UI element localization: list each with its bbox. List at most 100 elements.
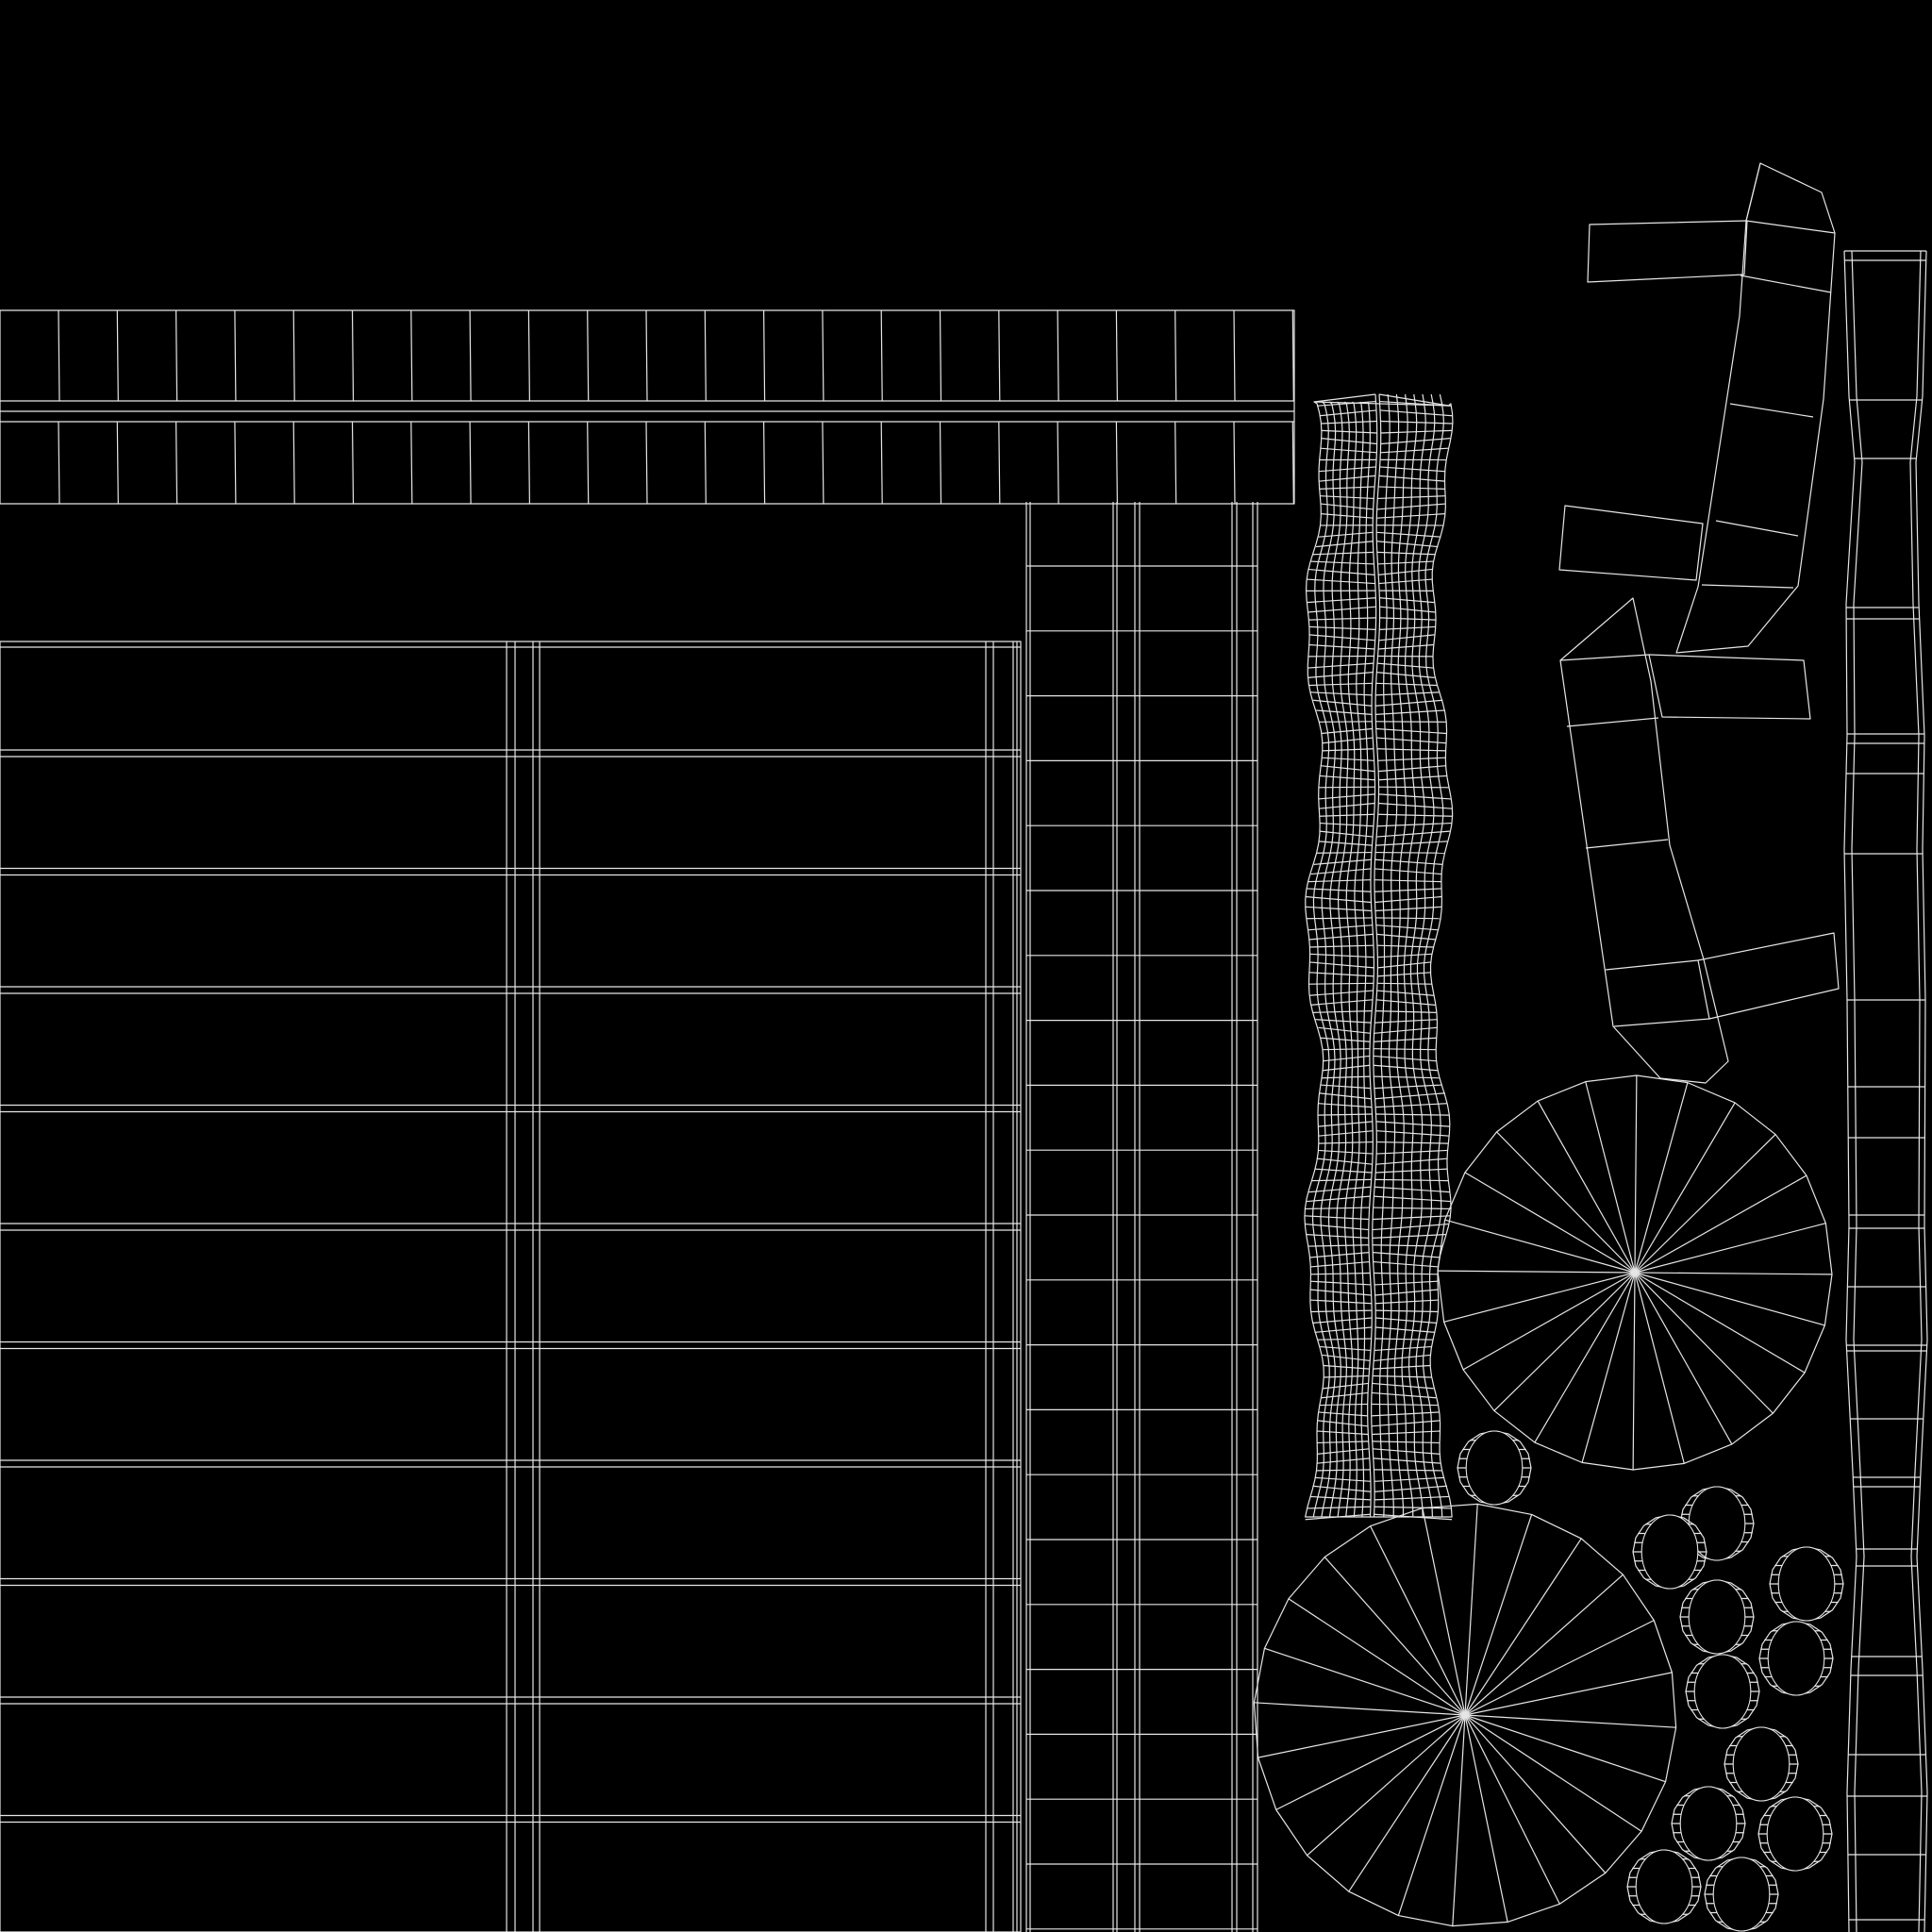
wavy-strip-row-edge <box>1310 691 1373 696</box>
right-strip-right-edge <box>1915 250 1928 1932</box>
wavy-strip-row-edge <box>1374 1506 1452 1509</box>
top-strip-column-edge <box>527 309 530 402</box>
sphere-longitude <box>1688 1486 1746 1561</box>
wavy-strip-inner-edge <box>1378 393 1391 1518</box>
top-strip-column-edge <box>175 309 178 402</box>
wavy-strip-row-edge <box>1372 1382 1434 1390</box>
bent-island-rib <box>1729 403 1814 418</box>
sphere-longitude <box>1732 1726 1790 1802</box>
top-strip-column-edge <box>1233 421 1236 505</box>
fan-spoke <box>1464 1514 1533 1716</box>
wavy-strip-row-edge <box>1374 1354 1431 1362</box>
wavy-strip-row-edge <box>1374 1326 1436 1333</box>
wavy-strip-row-edge <box>1319 466 1376 473</box>
bent-island-lower <box>1559 597 1729 1084</box>
wavy-strip-row-edge <box>1314 1476 1371 1482</box>
wavy-strip-row-edge <box>1374 1469 1442 1472</box>
wavy-strip-row-edge <box>1374 1289 1439 1296</box>
wavy-strip-inner-edge <box>1352 401 1364 1518</box>
wavy-strip-row-edge <box>1376 1149 1448 1155</box>
top-strip-column-edge <box>998 421 1001 505</box>
top-strip-column-edge <box>704 421 707 505</box>
fan-spoke <box>1464 1574 1624 1716</box>
wavy-strip-row-edge <box>1307 1506 1371 1509</box>
lower-circular-fan-island <box>1253 1503 1677 1927</box>
wavy-strip-row-edge <box>1323 1382 1369 1390</box>
wavy-strip-row-edge <box>1377 813 1453 817</box>
wavy-strip-row-edge <box>1308 972 1374 977</box>
fan-spoke <box>1634 1272 1733 1445</box>
bent-island-rib <box>1745 162 1761 222</box>
top-strip-column-edge <box>292 421 295 505</box>
bent-island-rib <box>1605 959 1699 971</box>
wavy-strip-inner-edge <box>1387 393 1400 1518</box>
wavy-strip-row-edge <box>1318 1130 1374 1137</box>
wavy-strip-row-edge <box>1316 709 1373 715</box>
wavy-strip-row-edge <box>1309 634 1375 641</box>
wavy-strip-row-edge <box>1378 786 1449 789</box>
wavy-strip-row-edge <box>1375 721 1447 723</box>
fan-spoke <box>1634 1272 1806 1374</box>
wavy-strip-row-edge <box>1314 1326 1373 1333</box>
wavy-strip-outline <box>1304 401 1454 1518</box>
wavy-strip-row-edge <box>1375 841 1448 846</box>
wavy-strip-row-edge <box>1375 727 1447 735</box>
fan-spoke <box>1464 1714 1666 1783</box>
wavy-strip-row-edge <box>1312 1485 1372 1492</box>
wavy-strip-row-edge <box>1320 1345 1372 1352</box>
wavy-strip-row-edge <box>1372 1441 1441 1444</box>
wavy-strip-row-edge <box>1376 531 1441 538</box>
bent-island-rib <box>1559 654 1650 661</box>
wavy-strip-row-edge <box>1376 541 1439 548</box>
fan-spoke <box>1537 1100 1636 1274</box>
wavy-strip-row-edge <box>1307 606 1376 613</box>
wavy-strip-row-edge <box>1372 1430 1441 1436</box>
bent-island-upper <box>1675 162 1836 654</box>
wavy-strip-row-edge <box>1318 1121 1374 1127</box>
wavy-strip-row-edge <box>1371 1391 1437 1399</box>
wavy-strip-row-edge <box>1307 879 1371 883</box>
wavy-strip-row-edge <box>1305 1223 1369 1231</box>
fan-spoke <box>1581 1272 1636 1463</box>
top-strip-column-edge <box>410 421 413 505</box>
wavy-strip-row-edge <box>1321 438 1377 445</box>
wavy-strip-row-edge <box>1314 1168 1373 1174</box>
right-strip-inner-edge <box>1909 250 1923 1932</box>
wavy-strip-row-edge <box>1321 727 1373 735</box>
wavy-strip-row-edge <box>1379 400 1451 407</box>
wavy-strip-row-edge <box>1308 982 1374 985</box>
wavy-strip-row-edge <box>1306 1234 1369 1239</box>
bent-arm-upper <box>1587 220 1748 283</box>
wavy-strip-row-edge <box>1308 643 1375 650</box>
top-strip-column-edge <box>822 309 824 402</box>
wavy-strip-row-edge <box>1320 765 1375 773</box>
wavy-strip-inner-edge <box>1311 401 1330 1518</box>
wavy-strip-row-edge <box>1375 1317 1438 1324</box>
wavy-strip-row-edge <box>1309 560 1374 565</box>
wavy-strip-row-edge <box>1318 1411 1368 1417</box>
fan-spoke <box>1462 1272 1636 1371</box>
fan-spoke <box>1634 1134 1776 1274</box>
wavy-strip-row-edge <box>1323 1064 1371 1072</box>
top-strip-column-edge <box>58 421 60 505</box>
wavy-strip-row-edge <box>1320 1084 1371 1090</box>
top-strip-column-edge <box>822 421 824 505</box>
sphere-longitude <box>1688 1579 1746 1655</box>
wavy-strip-inner-edge <box>1320 401 1337 1518</box>
top-strip-column-edge <box>587 309 590 402</box>
top-strip-column-edge <box>469 421 472 505</box>
wavy-strip-row-edge <box>1378 765 1446 773</box>
wavy-strip-row-edge <box>1324 1364 1370 1370</box>
top-strip-column-edge <box>1174 309 1177 402</box>
bent-island-rib <box>1715 520 1799 537</box>
fan-spoke <box>1634 1174 1807 1274</box>
wavy-strip-row-edge <box>1307 1244 1369 1247</box>
top-strip-column-edge <box>1115 421 1118 505</box>
vertical-uv-strip <box>1025 502 1258 1932</box>
left-uv-panel-grid <box>0 641 1022 1932</box>
top-strip-column-edge <box>763 309 766 402</box>
wavy-strip-row-edge <box>1319 1403 1368 1407</box>
wavy-strip-row-edge <box>1316 1430 1369 1436</box>
fan-spoke <box>1634 1272 1825 1326</box>
wavy-strip-row-edge <box>1313 858 1372 865</box>
